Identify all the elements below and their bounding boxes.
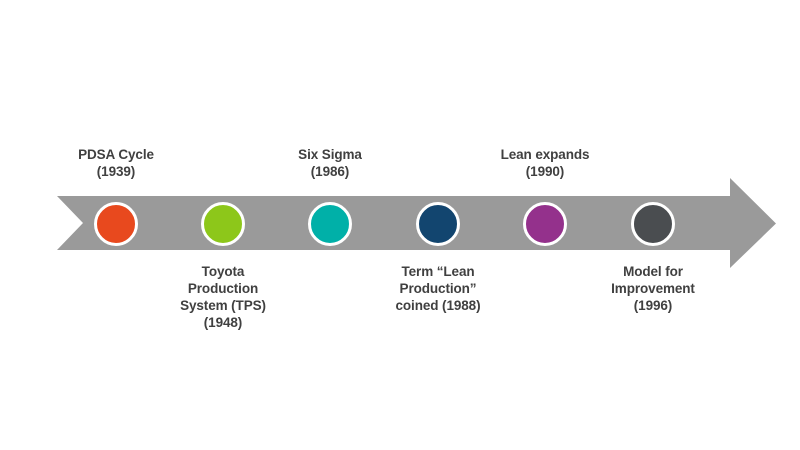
milestone-label-lean-production-coined: Term “Lean Production” coined (1988)	[395, 264, 481, 313]
milestone-dot-lean-production-coined[interactable]	[416, 202, 460, 246]
milestone-dot-pdsa-cycle[interactable]	[94, 202, 138, 246]
milestone-dot-model-for-improvement[interactable]	[631, 202, 675, 246]
milestone-dot-six-sigma[interactable]	[308, 202, 352, 246]
milestone-label-lean-expands: Lean expands (1990)	[500, 147, 590, 179]
milestone-dot-lean-expands[interactable]	[523, 202, 567, 246]
milestone-label-six-sigma: Six Sigma (1986)	[298, 147, 362, 179]
milestone-label-toyota-production-system: Toyota Production System (TPS) (1948)	[180, 264, 266, 330]
milestone-dot-toyota-production-system[interactable]	[201, 202, 245, 246]
milestone-label-pdsa-cycle: PDSA Cycle (1939)	[78, 147, 154, 179]
milestone-label-model-for-improvement: Model for Improvement (1996)	[611, 264, 695, 313]
